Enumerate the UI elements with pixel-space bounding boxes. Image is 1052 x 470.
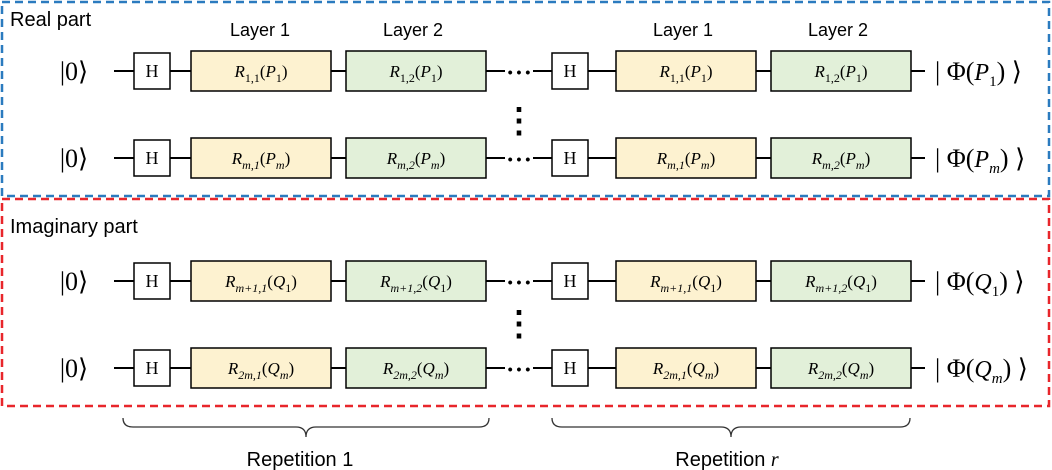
output-ket: | Φ(Pm) ⟩ <box>935 144 1025 177</box>
input-ket: |0⟩ <box>60 354 88 383</box>
repetition-r-brace <box>551 417 911 438</box>
output-ket: | Φ(Q1) ⟩ <box>935 267 1025 300</box>
imaginary-part-title: Imaginary part <box>10 216 138 238</box>
gate-label: Rm,1(Pm) <box>231 149 290 172</box>
layer-2-gate <box>770 347 912 389</box>
circuit-row: |0⟩ H H R2m,1(Qm) R2m,2(Qm) R2m,1(Qm) R2m,2(Qm… <box>60 347 1028 389</box>
layer-2-gate <box>345 137 487 179</box>
layer-1-gate <box>190 50 332 92</box>
layer-2-gate <box>770 260 912 302</box>
hadamard-label: H <box>564 61 577 81</box>
hadamard-gate <box>133 349 171 387</box>
hadamard-label: H <box>564 148 577 168</box>
hadamard-gate <box>551 52 589 90</box>
layer-1-gate <box>615 50 757 92</box>
circuit-row: |0⟩ H H R1,1(P1) R1,2(P1) R1,1(P1) R1,2(P1) • •… <box>60 50 1022 92</box>
layer-1-gate <box>615 260 757 302</box>
hadamard-gate <box>551 349 589 387</box>
output-ket: | Φ(P1) ⟩ <box>935 57 1022 90</box>
layer-1-gate <box>190 137 332 179</box>
layer-2-gate <box>345 260 487 302</box>
input-ket: |0⟩ <box>60 144 88 173</box>
circuit-rows: |0⟩ H H R1,1(P1) R1,2(P1) R1,1(P1) R1,2(P1) • •… <box>60 50 1028 389</box>
gate-label: R1,1(P1) <box>233 62 287 85</box>
imaginary-part-frame <box>0 197 1051 408</box>
repetition-r-label: Repetition r <box>675 449 779 470</box>
layer-1-gate <box>190 347 332 389</box>
gate-label: R2m,1(Qm) <box>652 359 719 382</box>
gate-label: Rm+1,2(Q1) <box>804 272 877 295</box>
gate-label: Rm,1(Pm) <box>656 149 715 172</box>
circuit-row: |0⟩ H H Rm,1(Pm) Rm,2(Pm) Rm,1(Pm) Rm,2(Pm) • •… <box>60 137 1025 179</box>
gate-label: R2m,2(Qm) <box>382 359 449 382</box>
layer-2-gate <box>345 50 487 92</box>
vdots-imag: ⋮ <box>502 306 536 343</box>
output-ket: | Φ(Qm) ⟩ <box>935 354 1028 387</box>
circuit-row: |0⟩ H H Rm+1,1(Q1) Rm+1,2(Q1) Rm+1,1(Q1) Rm+1,… <box>60 260 1025 302</box>
layer-2-gate <box>345 347 487 389</box>
hadamard-gate <box>133 52 171 90</box>
layer-1-gate <box>615 347 757 389</box>
gate-label: R1,2(P1) <box>813 62 867 85</box>
hadamard-label: H <box>146 148 159 168</box>
layer-1-label-repr: Layer 1 <box>653 20 713 40</box>
layer-2-gate <box>770 137 912 179</box>
layer-2-label-repr: Layer 2 <box>808 20 868 40</box>
layer-1-gate <box>615 137 757 179</box>
input-ket: |0⟩ <box>60 267 88 296</box>
hadamard-gate <box>551 262 589 300</box>
repetition-1-brace <box>122 417 490 438</box>
hadamard-label: H <box>564 271 577 291</box>
layer-1-gate <box>190 260 332 302</box>
row-ellipsis: • • • <box>508 64 531 80</box>
gate-label: R2m,1(Qm) <box>227 359 294 382</box>
hadamard-label: H <box>564 358 577 378</box>
gate-label: Rm+1,1(Q1) <box>224 272 297 295</box>
hadamard-gate <box>133 262 171 300</box>
gate-label: R1,2(P1) <box>388 62 442 85</box>
gate-label: R2m,2(Qm) <box>807 359 874 382</box>
gate-label: R1,1(P1) <box>658 62 712 85</box>
layer-2-label-rep1: Layer 2 <box>383 20 443 40</box>
hadamard-label: H <box>146 358 159 378</box>
repetition-1-label: Repetition 1 <box>247 449 354 470</box>
row-ellipsis: • • • <box>508 151 531 167</box>
real-part-frame <box>0 0 1051 198</box>
gate-label: Rm,2(Pm) <box>386 149 445 172</box>
gate-label: Rm,2(Pm) <box>811 149 870 172</box>
input-ket: |0⟩ <box>60 57 88 86</box>
hadamard-label: H <box>146 271 159 291</box>
hadamard-label: H <box>146 61 159 81</box>
layer-1-label-rep1: Layer 1 <box>230 20 290 40</box>
hadamard-gate <box>551 139 589 177</box>
row-ellipsis: • • • <box>508 361 531 377</box>
gate-label: Rm+1,2(Q1) <box>379 272 452 295</box>
row-ellipsis: • • • <box>508 274 531 290</box>
vdots-real: ⋮ <box>502 103 536 140</box>
gate-label: Rm+1,1(Q1) <box>649 272 722 295</box>
real-part-title: Real part <box>10 9 92 31</box>
layer-2-gate <box>770 50 912 92</box>
hadamard-gate <box>133 139 171 177</box>
